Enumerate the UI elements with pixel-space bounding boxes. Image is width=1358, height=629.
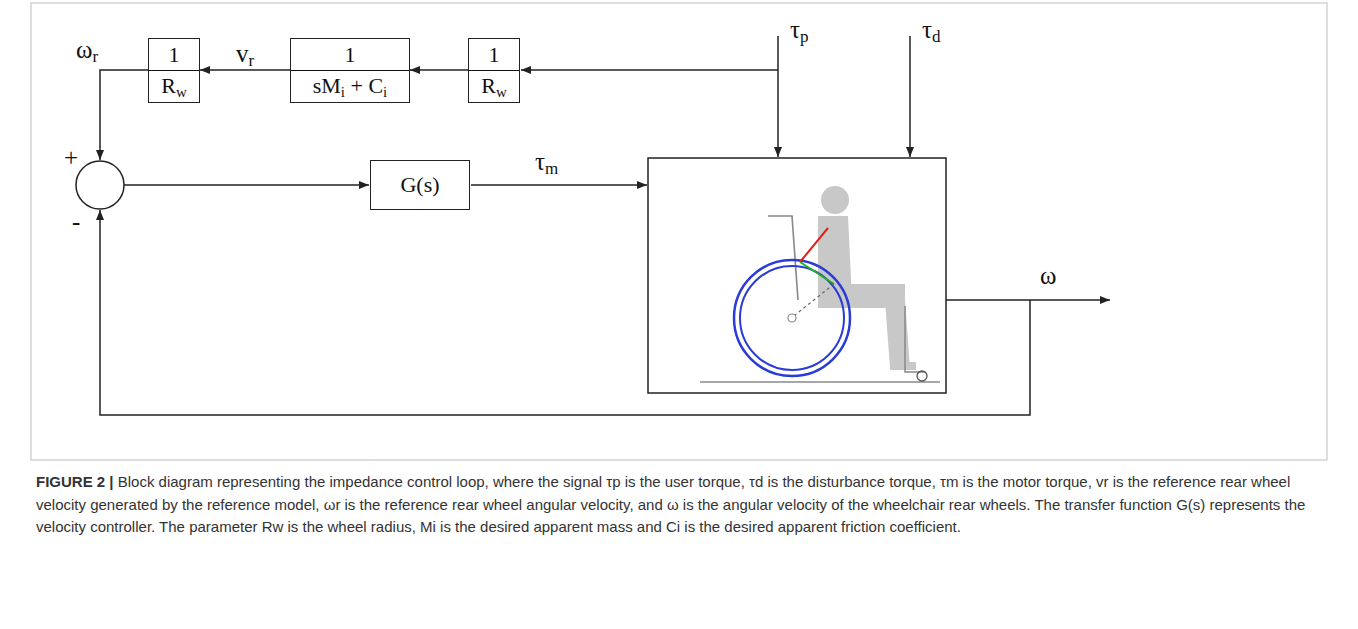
fraction-bar (469, 70, 519, 71)
wheelchair-illustration (700, 186, 940, 382)
signal-name: vr (236, 40, 254, 68)
motor-torque-wire (471, 184, 647, 186)
caster-wheel (917, 371, 927, 381)
forearm (800, 262, 834, 284)
wheel-hub (788, 314, 796, 322)
backrest (768, 216, 798, 300)
plant-block (648, 158, 946, 393)
user-torque-branch (521, 69, 778, 71)
user-leg (885, 300, 910, 368)
user-foot (890, 362, 916, 370)
reference-wire (100, 70, 148, 160)
signal-name: τm (535, 148, 558, 176)
signal-name: τp (790, 16, 809, 44)
block-text: Rw (481, 73, 507, 98)
signal-name: ω (1040, 262, 1056, 290)
figure-frame (31, 3, 1327, 460)
footrest-frame (905, 306, 925, 372)
signal-name: τd (922, 16, 941, 44)
transfer-block: 1 sMi + Ci (290, 38, 410, 103)
summing-junction (76, 161, 124, 209)
numerator: 1 (489, 42, 500, 67)
fraction-bar (291, 70, 409, 71)
upper-arm (800, 228, 828, 262)
block-text: sMi + Ci (313, 73, 388, 98)
error-wire (124, 184, 369, 186)
block-text: Rw (161, 73, 187, 98)
signal-name: + (64, 144, 78, 172)
numerator: 1 (345, 42, 356, 67)
signal-arrow (410, 69, 468, 71)
numerator: 1 (169, 42, 180, 67)
transfer-block: G(s) (370, 160, 470, 210)
user-head (821, 186, 849, 214)
figure-caption: FIGURE 2 | Block diagram representing th… (36, 471, 1322, 539)
disturbance-wire (909, 36, 911, 157)
signal-arrow (200, 69, 290, 71)
fraction-bar (149, 70, 199, 71)
output-wire (946, 299, 1110, 301)
hand-radius (795, 284, 834, 315)
rear-wheel (734, 260, 850, 376)
ground-line (700, 381, 940, 383)
signal-name: - (72, 208, 80, 236)
signal-name: ωr (76, 36, 98, 64)
user-torque-wire (777, 36, 779, 157)
transfer-block: 1Rw (148, 38, 200, 103)
transfer-block: 1Rw (468, 38, 520, 103)
block-text: G(s) (400, 172, 439, 197)
push-rim (740, 266, 844, 370)
